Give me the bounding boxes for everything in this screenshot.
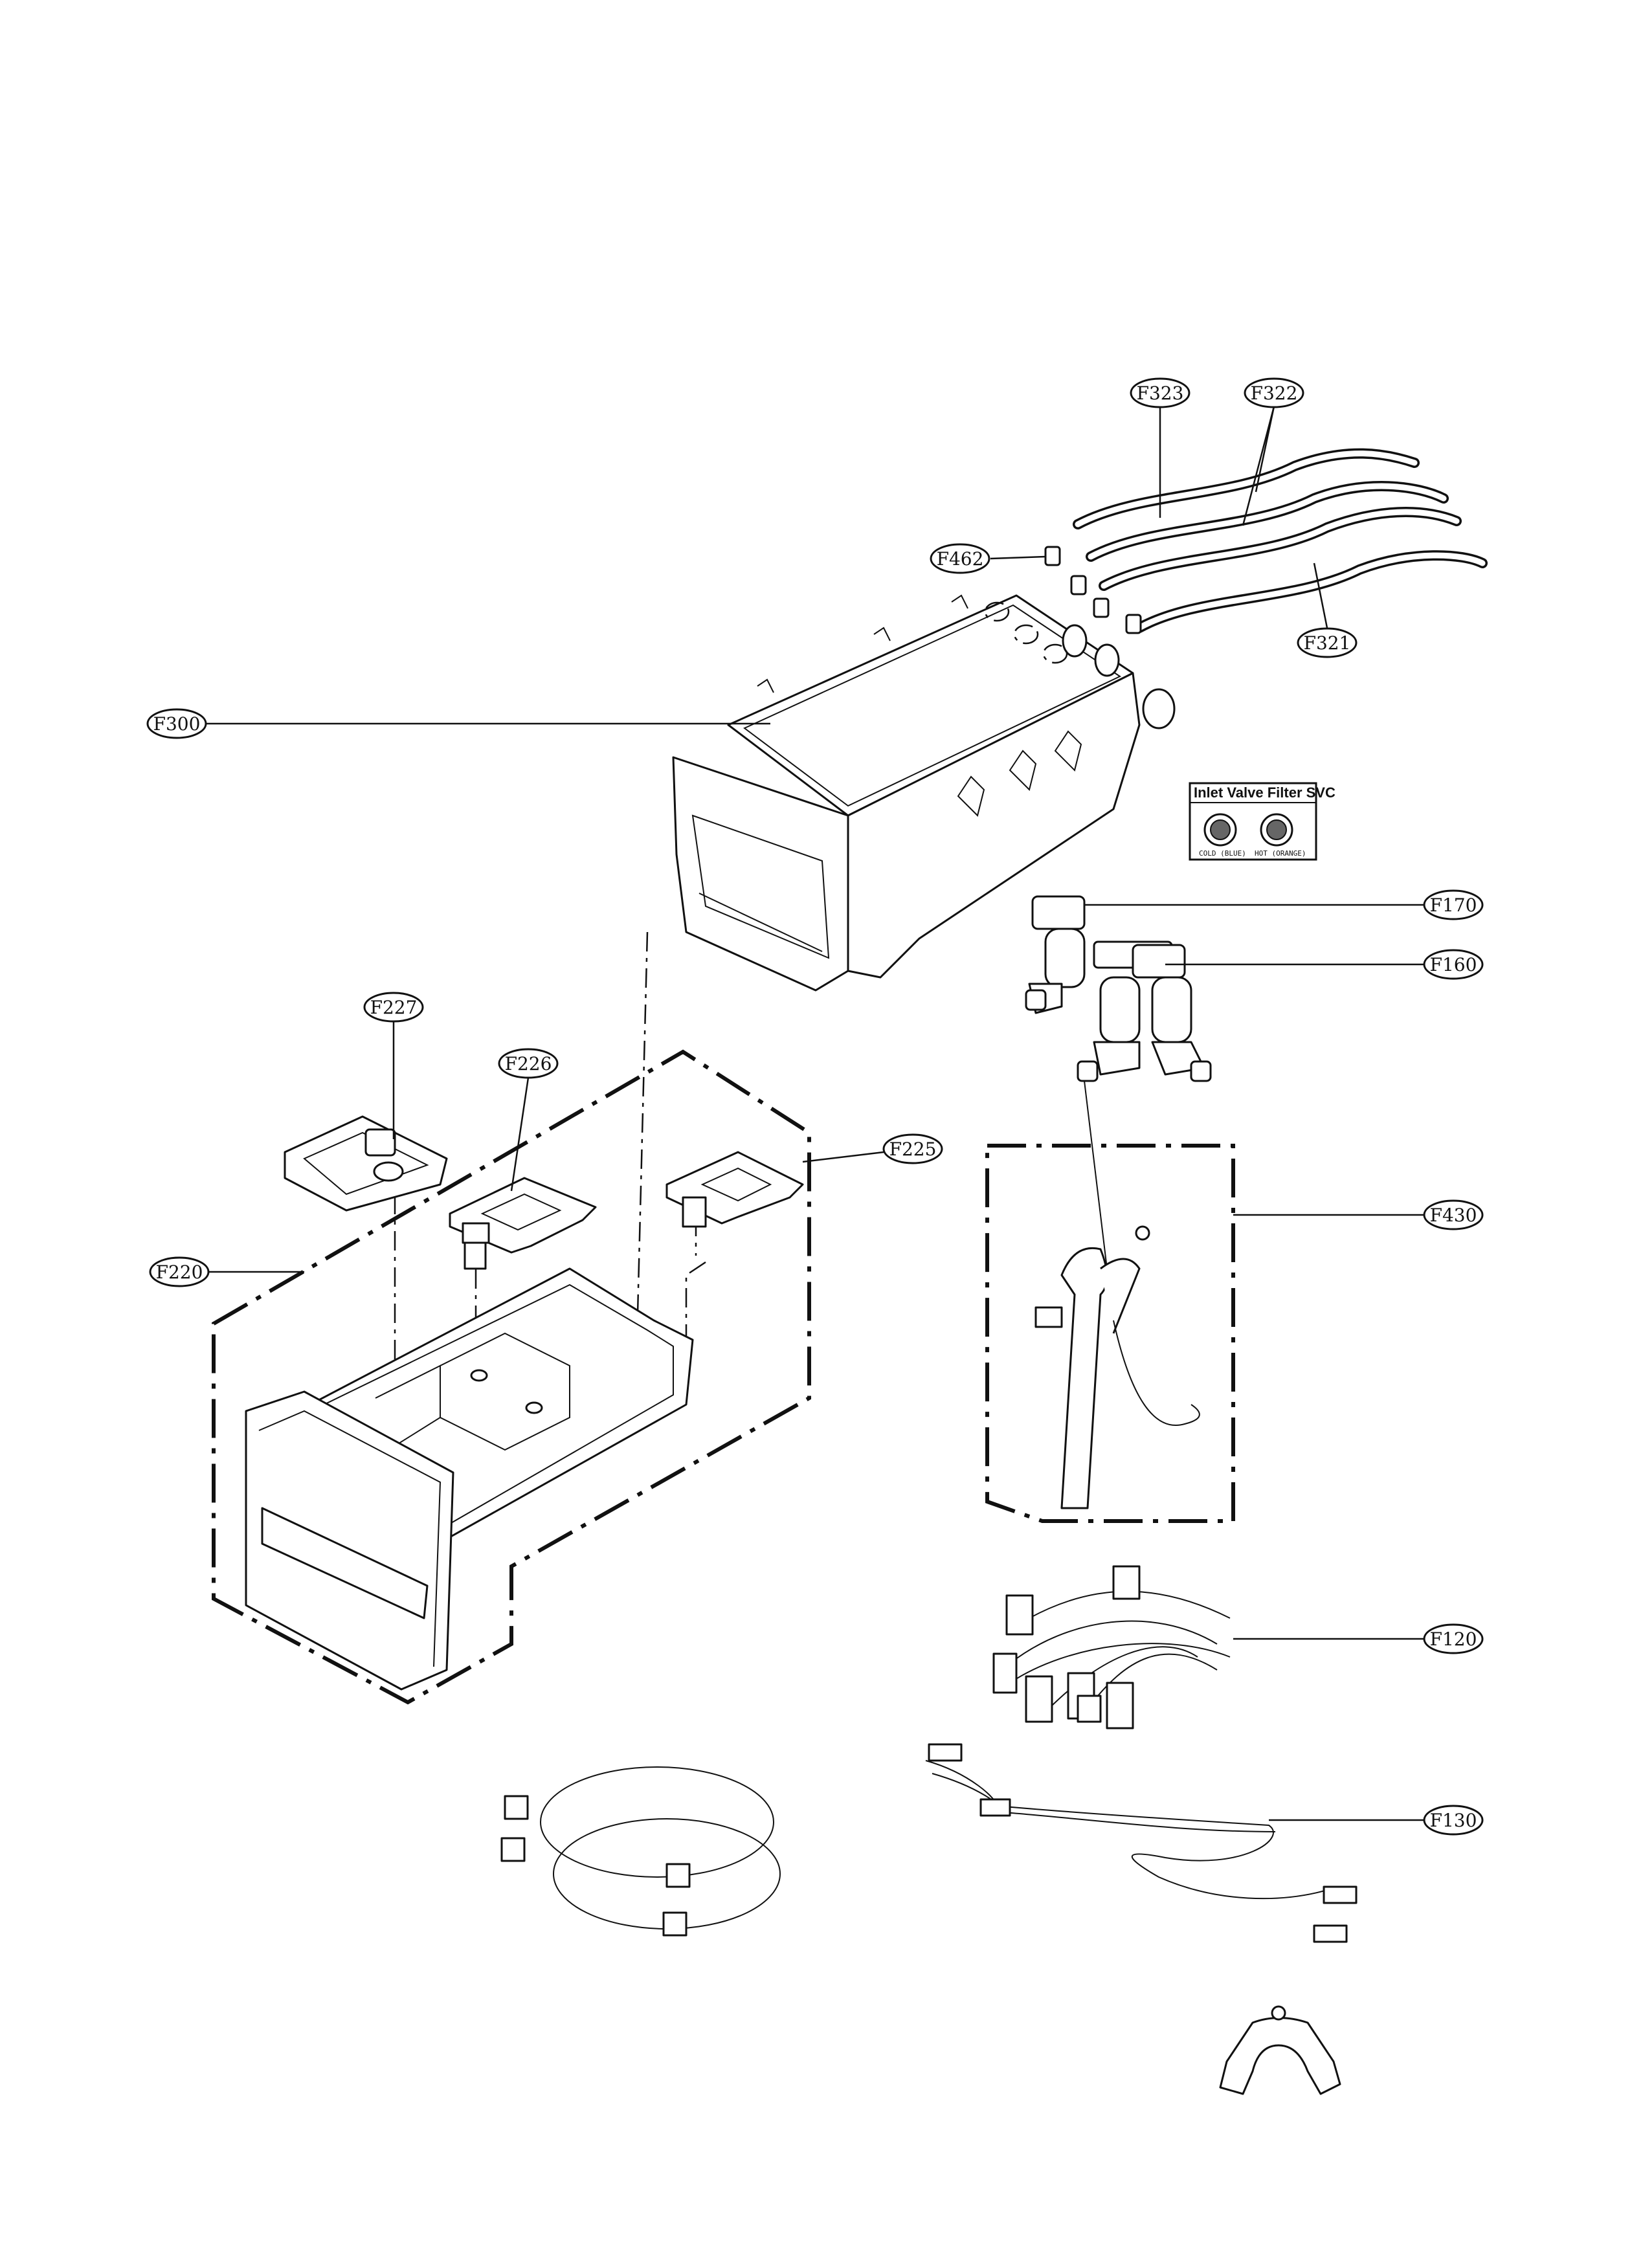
label-f120: F120 — [1430, 1629, 1477, 1650]
wire-harness-f130 — [925, 1743, 1358, 1943]
label-f130: F130 — [1430, 1810, 1477, 1831]
callout-f300: F300 — [146, 708, 207, 739]
callout-f120: F120 — [1423, 1623, 1484, 1654]
softener-cover — [449, 1177, 597, 1270]
inlet-filter-hot: HOT (ORANGE) — [1255, 849, 1306, 858]
bleach-cover — [665, 1151, 804, 1228]
label-f323: F323 — [1137, 383, 1184, 404]
callout-f430: F430 — [1423, 1199, 1484, 1230]
label-f300: F300 — [153, 713, 201, 735]
inlet-valve-filter-box: Inlet Valve Filter SVC COLD (BLUE) HOT (… — [1189, 782, 1336, 861]
dispenser-housing — [672, 594, 1176, 992]
label-f160: F160 — [1430, 954, 1477, 975]
callout-f226: F226 — [498, 1048, 559, 1079]
label-f462: F462 — [937, 548, 984, 570]
fill-hose-coil — [500, 1766, 781, 1937]
label-f225: F225 — [889, 1139, 937, 1160]
callout-f160: F160 — [1423, 949, 1484, 980]
callout-f322: F322 — [1244, 377, 1304, 408]
label-f220: F220 — [156, 1262, 203, 1283]
siphon-cap — [284, 1115, 448, 1212]
hose-clamps — [1044, 546, 1142, 634]
detergent-drawer — [245, 1267, 694, 1691]
callout-f323: F323 — [1130, 377, 1190, 408]
inlet-hoses — [1073, 448, 1488, 633]
callout-f225: F225 — [882, 1133, 943, 1164]
inlet-filter-cold: COLD (BLUE) — [1199, 849, 1246, 858]
wire-harness-f120 — [992, 1565, 1231, 1729]
label-f227: F227 — [370, 997, 418, 1018]
drain-hose-assembly — [985, 1080, 1235, 1523]
callout-f321: F321 — [1297, 627, 1358, 658]
callout-f227: F227 — [363, 992, 424, 1023]
leader-lines — [206, 406, 1424, 1821]
label-f430: F430 — [1430, 1205, 1477, 1226]
callout-f462: F462 — [930, 543, 990, 574]
callout-f220: F220 — [149, 1256, 210, 1287]
inlet-valves — [1025, 895, 1212, 1082]
label-f226: F226 — [505, 1053, 552, 1074]
label-f321: F321 — [1304, 632, 1351, 654]
hose-guide — [1219, 2005, 1341, 2095]
inlet-filter-title: Inlet Valve Filter SVC — [1194, 784, 1336, 801]
label-f170: F170 — [1430, 895, 1477, 916]
label-f322: F322 — [1251, 383, 1298, 404]
callout-f170: F170 — [1423, 889, 1484, 920]
callout-f130: F130 — [1423, 1805, 1484, 1836]
